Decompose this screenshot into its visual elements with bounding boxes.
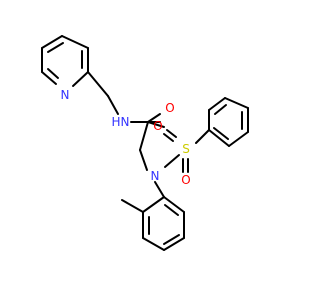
bond [72, 71, 89, 87]
bond [214, 104, 227, 115]
bond [107, 95, 119, 115]
bond [163, 237, 185, 251]
bond [163, 133, 174, 142]
bonds [41, 35, 249, 251]
bond [195, 129, 210, 144]
bond [213, 127, 229, 140]
bond [142, 237, 165, 251]
carbonyl-oxygen-label: O [165, 101, 174, 115]
sulfonyl-oxygen-label: O [153, 119, 162, 133]
atom-labels: N N H O N S O O [61, 88, 191, 187]
bond [121, 199, 144, 213]
bond [47, 68, 59, 79]
bond [164, 204, 179, 216]
bond [41, 71, 57, 85]
bond [163, 234, 180, 245]
molecule-structure: N N H O N S O O [41, 35, 249, 251]
sulfonamide-nitrogen-label: N [151, 169, 160, 183]
bond [164, 154, 180, 168]
bond [163, 196, 185, 213]
amide-hydrogen-label: H [111, 115, 120, 129]
bond [224, 97, 249, 109]
sulfonyl-oxygen-label: O [181, 173, 190, 187]
bond [87, 71, 109, 97]
bond [47, 42, 64, 53]
bond [41, 35, 63, 49]
bond [139, 149, 148, 171]
bond [61, 35, 89, 49]
bond [228, 131, 249, 147]
bond [208, 129, 230, 147]
bond [208, 97, 226, 111]
pyridine-nitrogen-label: N [61, 88, 70, 102]
bond [139, 121, 149, 151]
bond [142, 196, 165, 213]
bond [166, 129, 177, 138]
bond [154, 181, 165, 198]
amide-nitrogen-label: N [121, 115, 130, 129]
bond [147, 113, 161, 123]
sulfonyl-sulfur-label: S [182, 142, 190, 156]
